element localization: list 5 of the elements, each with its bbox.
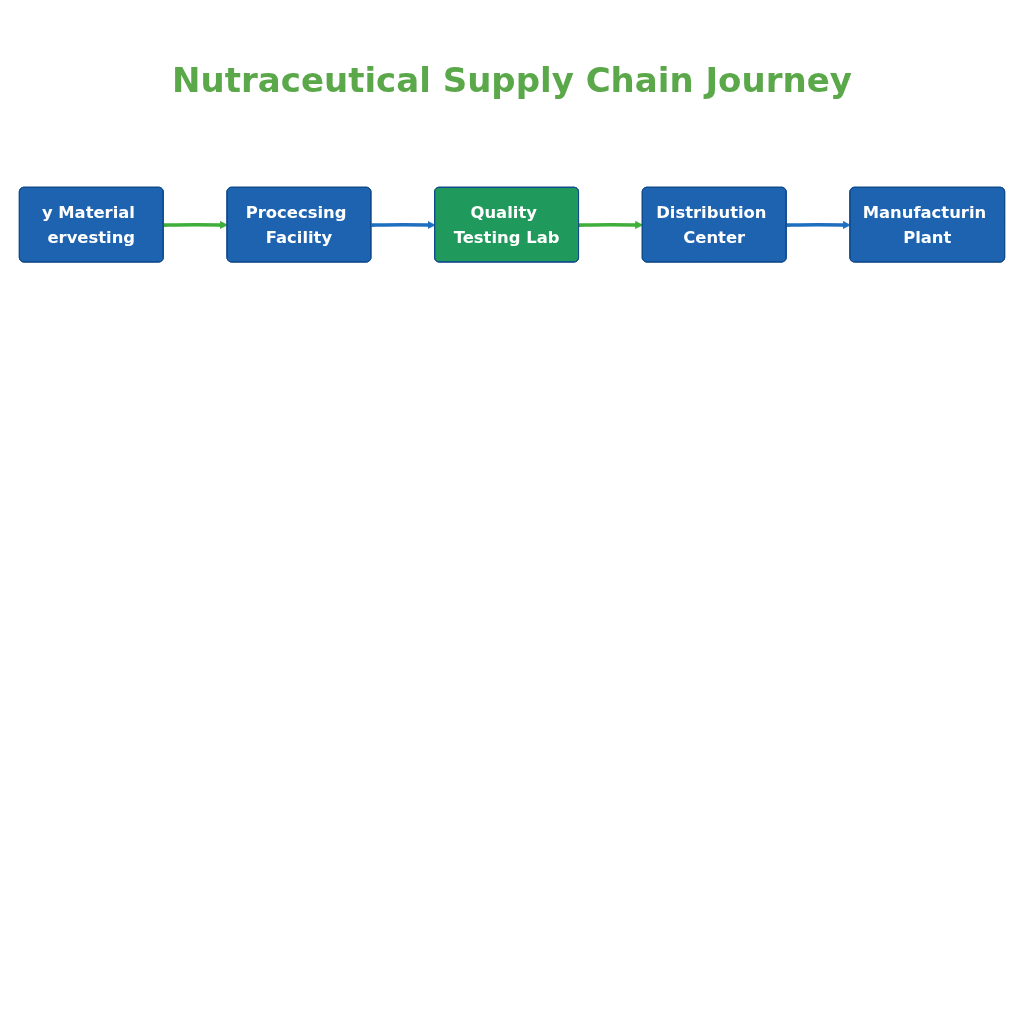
arrow <box>371 220 436 229</box>
arrow <box>786 220 851 229</box>
arrow <box>163 220 228 229</box>
arrow <box>578 220 644 229</box>
diagram-title: Nutraceutical Supply Chain Journey <box>171 60 853 100</box>
